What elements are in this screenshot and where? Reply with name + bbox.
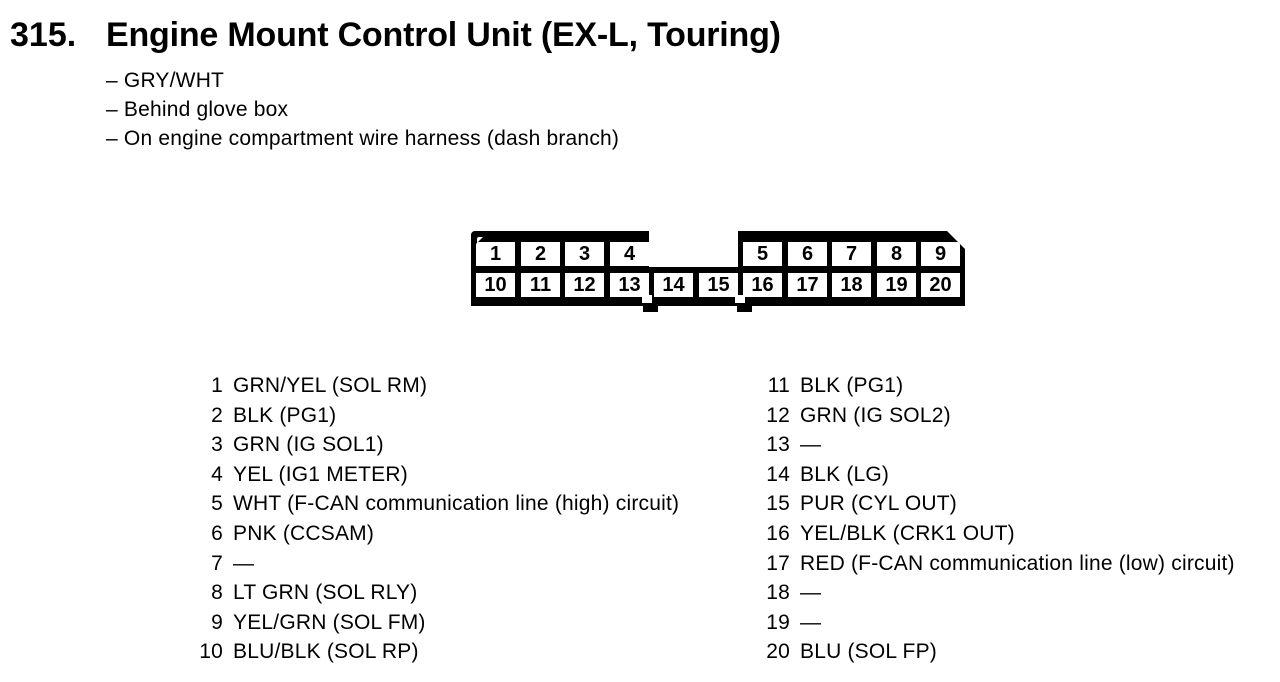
pin-description: YEL/BLK (CRK1 OUT) — [800, 521, 1015, 545]
pin-cell-2: 2 — [521, 242, 560, 266]
note-location: – Behind glove box — [106, 98, 289, 121]
page-title: Engine Mount Control Unit (EX-L, Touring… — [106, 16, 781, 54]
pin-number: 1 — [211, 374, 223, 397]
pin-number: 16 — [766, 521, 790, 545]
pin-row: 19 — — [758, 608, 1235, 638]
pin-row: 14 BLK (LG) — [758, 460, 1235, 490]
pin-cell-7: 7 — [832, 242, 871, 266]
pin-description: PUR (CYL OUT) — [800, 492, 957, 516]
pin-row: 13 — — [758, 430, 1235, 460]
pin-description: — — [233, 551, 255, 575]
pin-number: 17 — [766, 551, 790, 575]
pin-description: GRN/YEL (SOL RM) — [233, 374, 428, 397]
pin-row: 7— — [191, 549, 679, 579]
pin-row: 2 BLK (PG1) — [191, 401, 679, 431]
connector-top-right-block: 5 6 7 8 9 — [738, 231, 965, 271]
pin-description: — — [800, 581, 822, 605]
pin-cell-9: 9 — [921, 242, 960, 266]
pin-number: 2 — [211, 403, 223, 427]
connector-diagram: 1 2 3 4 5 6 7 8 9 10 11 12 13 14 15 16 1… — [471, 231, 965, 315]
pin-cell-19: 19 — [877, 273, 916, 297]
pin-list-right: 11 BLK (PG1) 12 GRN (IG SOL2) 13 — 14 BLK (L… — [758, 371, 1235, 667]
pin-row: 8 LT GRN (SOL RLY) — [191, 578, 679, 608]
pin-row: 17 RED (F-CAN communication line (low) ci… — [758, 549, 1235, 579]
connector-index-notch — [735, 295, 745, 303]
pin-cell-17: 17 — [788, 273, 827, 297]
pin-number: 5 — [211, 492, 223, 516]
pin-number: 14 — [766, 462, 790, 486]
section-header: 315. Engine Mount Control Unit (EX-L, To… — [10, 16, 781, 55]
pin-description: BLU/BLK (SOL RP) — [233, 640, 419, 664]
connector-key-tab — [737, 306, 752, 312]
pin-description: RED (F-CAN communication line (low) circ… — [800, 551, 1235, 575]
pin-description: — — [800, 610, 822, 634]
pin-cell-14: 14 — [654, 273, 693, 297]
pin-description: — — [800, 433, 822, 457]
pin-description: GRN (IG SOL1) — [233, 433, 384, 457]
pin-cell-12: 12 — [565, 273, 604, 297]
pin-row: 4 YEL (IG1 METER) — [191, 460, 679, 490]
pin-number: 18 — [766, 581, 790, 605]
pin-number: 20 — [766, 640, 790, 664]
pin-description: LT GRN (SOL RLY) — [233, 581, 418, 605]
pin-row: 15 PUR (CYL OUT) — [758, 489, 1235, 519]
pin-cell-6: 6 — [788, 242, 827, 266]
pin-number: 6 — [211, 521, 223, 545]
pin-description: BLK (PG1) — [800, 374, 904, 397]
pin-row: 18 — — [758, 578, 1235, 608]
connector-index-notch — [642, 295, 652, 303]
pin-description: YEL (IG1 METER) — [233, 462, 408, 486]
pin-cell-15: 15 — [699, 273, 738, 297]
pin-row: 3 GRN (IG SOL1) — [191, 430, 679, 460]
pin-row: 1 GRN/YEL (SOL RM) — [191, 371, 679, 401]
connector-top-left-block: 1 2 3 4 — [471, 231, 649, 271]
pin-number: 3 — [211, 433, 223, 457]
pin-description: WHT (F-CAN communication line (high) cir… — [233, 492, 680, 516]
pin-number: 13 — [766, 433, 790, 457]
pin-list-left: 1 GRN/YEL (SOL RM) 2 BLK (PG1) 3 GRN (IG SO… — [191, 371, 679, 667]
pin-cell-18: 18 — [832, 273, 871, 297]
pin-row: 16 YEL/BLK (CRK1 OUT) — [758, 519, 1235, 549]
location-notes: – GRY/WHT – Behind glove box – On engine… — [106, 66, 619, 153]
pin-description: PNK (CCSAM) — [233, 521, 375, 545]
pin-cell-20: 20 — [921, 273, 960, 297]
pin-cell-4: 4 — [610, 242, 649, 266]
pin-row: 10 BLU/BLK (SOL RP) — [191, 637, 679, 667]
pin-cell-3: 3 — [565, 242, 604, 266]
pin-number: 8 — [211, 581, 223, 605]
pin-cell-1: 1 — [476, 242, 515, 266]
pin-description: GRN (IG SOL2) — [800, 403, 951, 427]
pin-number: 4 — [211, 462, 223, 486]
pin-cell-16: 16 — [743, 273, 782, 297]
pin-cell-11: 11 — [521, 273, 560, 297]
section-number: 315. — [10, 16, 77, 54]
pin-cell-8: 8 — [877, 242, 916, 266]
connector-bottom-row: 10 11 12 13 14 15 16 17 18 19 20 — [471, 267, 965, 306]
pin-row: 5 WHT (F-CAN communication line (high) ci… — [191, 489, 679, 519]
pin-row: 6 PNK (CCSAM) — [191, 519, 679, 549]
pin-row: 20 BLU (SOL FP) — [758, 637, 1235, 667]
pin-number: 15 — [766, 492, 790, 516]
pin-description: YEL/GRN (SOL FM) — [233, 610, 426, 634]
pin-cell-5: 5 — [743, 242, 782, 266]
connector-key-tab — [643, 306, 658, 312]
pin-number: 11 — [767, 374, 790, 397]
pin-number: 7 — [211, 551, 223, 575]
note-harness: – On engine compartment wire harness (da… — [106, 127, 620, 150]
pin-number: 9 — [211, 610, 223, 634]
pin-number: 19 — [766, 610, 790, 634]
pin-cell-10: 10 — [476, 273, 515, 297]
note-wire-color: – GRY/WHT — [106, 69, 225, 92]
pin-row: 12 GRN (IG SOL2) — [758, 401, 1235, 431]
pin-description: BLU (SOL FP) — [800, 640, 937, 664]
pin-description: BLK (PG1) — [233, 403, 337, 427]
pin-row: 11 BLK (PG1) — [758, 371, 1235, 401]
pin-number: 10 — [199, 640, 223, 664]
pin-description: BLK (LG) — [800, 462, 890, 486]
pin-cell-13: 13 — [610, 273, 649, 297]
pin-number: 12 — [766, 403, 790, 427]
pin-row: 9 YEL/GRN (SOL FM) — [191, 608, 679, 638]
